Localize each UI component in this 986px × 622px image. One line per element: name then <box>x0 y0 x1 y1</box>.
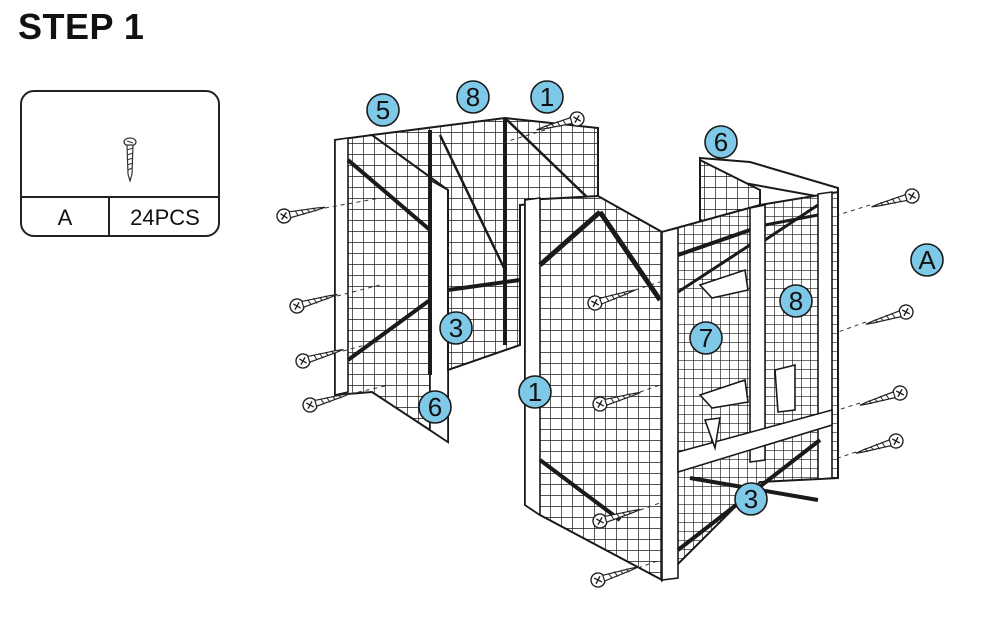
callout-8-top-label: 8 <box>466 82 480 112</box>
callout-5-label: 5 <box>376 95 390 125</box>
panel-left-side <box>334 133 449 444</box>
callout-8-top: 8 <box>456 80 490 114</box>
callout-5: 5 <box>366 93 400 127</box>
callout-a-label: A <box>918 245 936 275</box>
screw-icon <box>123 137 137 182</box>
callout-3-bottom-label: 3 <box>744 484 758 514</box>
screw-right-2 <box>863 302 916 332</box>
callout-1-top: 1 <box>530 80 564 114</box>
callout-8-right-label: 8 <box>789 286 803 316</box>
callout-1-mid-label: 1 <box>528 377 542 407</box>
callout-6-bottom-label: 6 <box>428 392 442 422</box>
callout-3-bottom: 3 <box>734 482 768 516</box>
callout-7: 7 <box>689 321 723 355</box>
callout-3-left-label: 3 <box>449 313 463 343</box>
step-title: STEP 1 <box>18 6 145 47</box>
panel-back-wall <box>369 116 599 375</box>
callout-6-top: 6 <box>704 125 738 159</box>
panel-front-right <box>661 190 839 583</box>
callout-6-bottom: 6 <box>418 390 452 424</box>
screw-left-1 <box>274 199 328 226</box>
guide-lines <box>324 129 871 569</box>
callout-1-top-label: 1 <box>540 82 554 112</box>
part-quantity: 24PCS <box>130 205 200 230</box>
callout-a: A <box>910 243 944 277</box>
screw-left-2 <box>287 286 341 316</box>
callout-3-left: 3 <box>439 311 473 345</box>
parts-box: A 24PCS <box>20 90 220 237</box>
callout-6-top-label: 6 <box>714 127 728 157</box>
parts-image-area <box>22 92 218 198</box>
callout-8-right: 8 <box>779 284 813 318</box>
callout-1-mid: 1 <box>518 375 552 409</box>
screw-right-3 <box>857 383 910 413</box>
screw-right-1 <box>868 186 922 215</box>
screw-right-4 <box>853 431 906 461</box>
callout-7-label: 7 <box>699 323 713 353</box>
part-letter: A <box>22 198 110 235</box>
